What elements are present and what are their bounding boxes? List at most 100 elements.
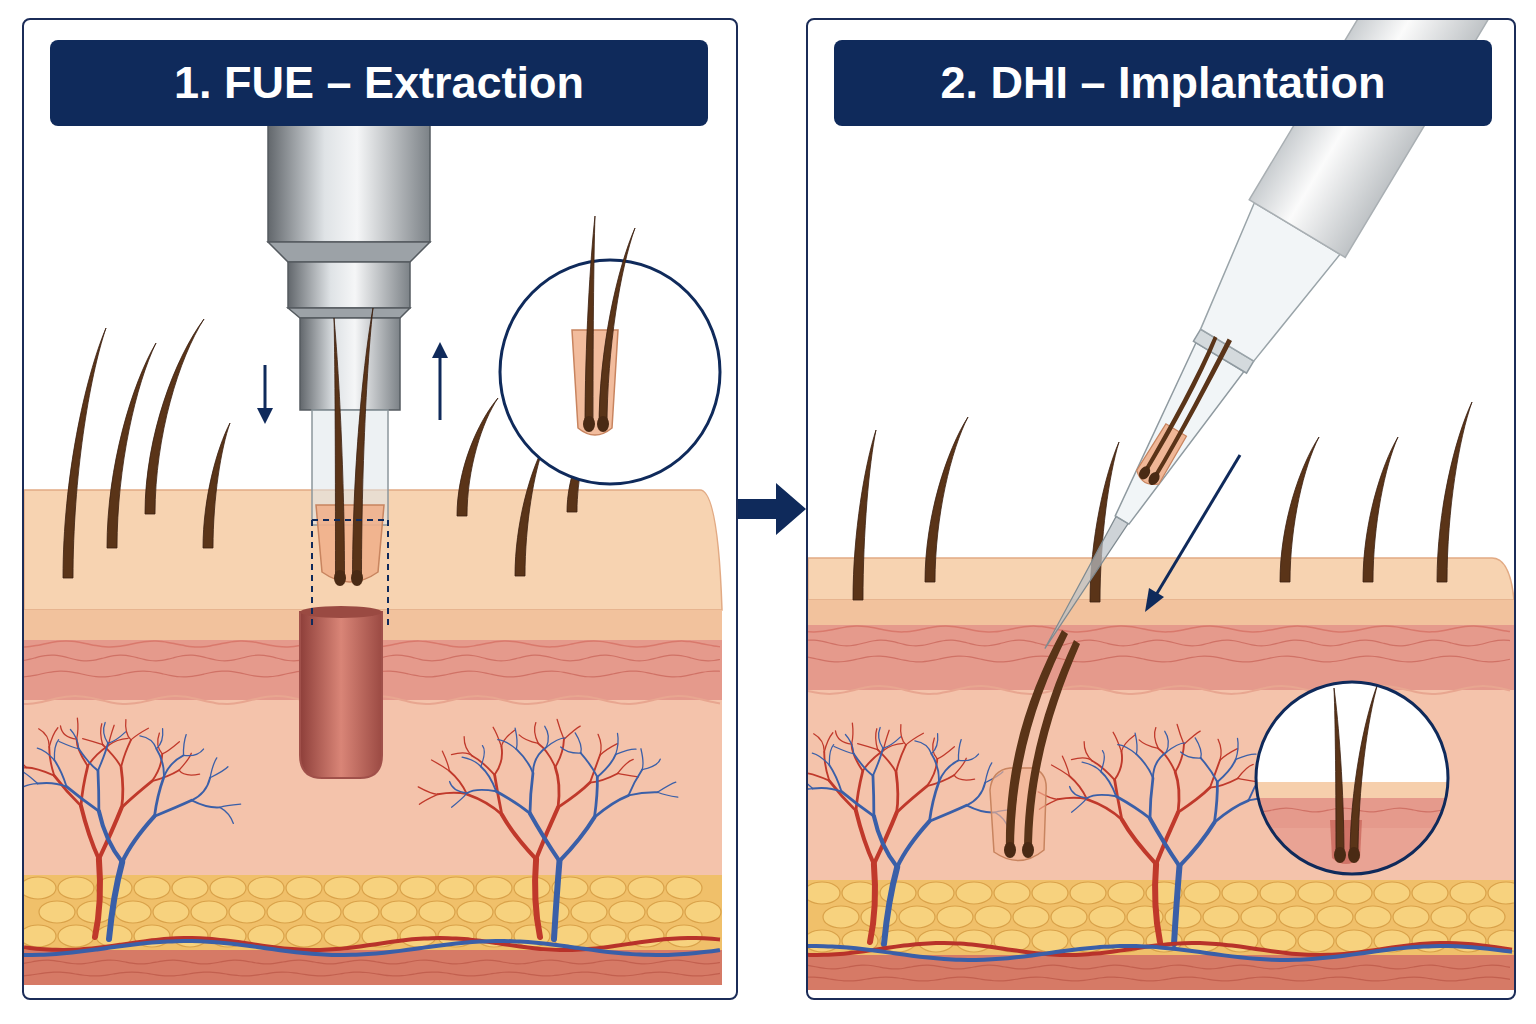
fat-cell xyxy=(880,882,916,904)
fat-cell xyxy=(956,882,992,904)
fat-cell xyxy=(1412,882,1448,904)
fat-cell xyxy=(861,906,897,928)
motion-arrow-head xyxy=(1145,588,1164,612)
blood-vessel xyxy=(183,735,186,756)
hair-shaft xyxy=(1024,640,1080,852)
blood-vessel xyxy=(24,784,38,792)
inset-circle xyxy=(500,260,720,484)
blood-vessel xyxy=(516,749,533,773)
blood-vessel xyxy=(1166,743,1185,752)
blood-vessel xyxy=(808,773,829,781)
blood-vessel xyxy=(24,753,26,767)
blood-vessel xyxy=(419,794,437,804)
blood-vessel xyxy=(192,778,210,801)
epidermis-layer xyxy=(808,600,1514,625)
hair-shaft xyxy=(145,319,204,514)
blood-vessel xyxy=(1118,745,1137,755)
blood-vessel xyxy=(26,768,54,776)
blood-vessel xyxy=(530,813,560,861)
blood-vessel xyxy=(1175,744,1184,772)
fat-cell xyxy=(975,906,1011,928)
blood-vessel xyxy=(931,734,937,754)
blood-vessel xyxy=(155,800,192,816)
blood-vessel xyxy=(464,737,472,756)
fat-cell xyxy=(1013,906,1049,928)
blood-vessel xyxy=(103,745,121,768)
blood-vessel xyxy=(535,859,540,937)
blood-vessel xyxy=(140,736,156,749)
fat-cell xyxy=(191,901,227,923)
fat-cell xyxy=(172,925,208,947)
blood-vessel xyxy=(808,789,813,797)
blood-vessel xyxy=(1175,772,1179,812)
fat-cell xyxy=(1108,882,1144,904)
blood-vessel xyxy=(618,759,634,773)
blood-vessel xyxy=(559,817,594,861)
blood-vessel xyxy=(1062,756,1069,776)
blood-vessel xyxy=(829,765,841,791)
fat-cell xyxy=(1070,882,1106,904)
blood-vessel xyxy=(481,766,496,791)
hair-shaft xyxy=(585,216,595,428)
fat-cell xyxy=(1488,882,1514,904)
blood-vessel xyxy=(97,771,101,811)
blood-vessel xyxy=(121,740,131,767)
blood-vessel xyxy=(812,753,829,765)
blood-vessel xyxy=(555,739,564,767)
blood-vessel xyxy=(449,771,467,794)
hair-bulb xyxy=(351,570,363,586)
fat-cell xyxy=(58,877,94,899)
blood-vessel xyxy=(967,783,985,806)
fat-cell xyxy=(324,877,360,899)
blood-vessel xyxy=(1236,754,1256,759)
flow-arrow xyxy=(738,483,806,535)
fat-cell xyxy=(400,877,436,899)
tissue-line xyxy=(808,626,1510,632)
fat-cell xyxy=(1298,882,1334,904)
blood-vessel xyxy=(1214,782,1217,822)
upper-dermis-layer xyxy=(808,625,1514,690)
blood-vessel xyxy=(502,815,536,859)
fat-cell xyxy=(495,901,531,923)
blood-vessel xyxy=(657,782,675,792)
blood-vessel xyxy=(845,734,853,753)
blood-vessel xyxy=(1153,752,1166,778)
blood-vessel xyxy=(554,861,559,939)
blood-vessel xyxy=(418,787,438,794)
hair-shaft xyxy=(1350,683,1378,858)
blood-vessel xyxy=(834,747,854,754)
fat-cell xyxy=(438,877,474,899)
blood-vessel xyxy=(897,786,927,813)
fat-cell xyxy=(476,877,512,899)
punch-tool xyxy=(268,242,430,262)
fat-cell xyxy=(343,901,379,923)
blood-vessel xyxy=(1058,798,1087,799)
blood-vessel xyxy=(594,795,628,817)
blood-vessel xyxy=(220,807,233,823)
fat-cell xyxy=(899,906,935,928)
hair-bulb xyxy=(583,416,595,432)
fat-cell xyxy=(808,930,840,952)
hair-shaft xyxy=(1363,437,1398,582)
blood-vessel xyxy=(1178,788,1210,813)
blood-vessel xyxy=(545,726,549,747)
blood-vessel xyxy=(95,859,100,937)
fat-cell xyxy=(685,901,721,923)
fat-cell xyxy=(590,877,626,899)
hair-shaft xyxy=(1145,338,1237,481)
blood-vessel xyxy=(1087,799,1122,819)
blood-vessel xyxy=(438,793,467,794)
blood-vessel xyxy=(618,773,639,777)
tissue-line xyxy=(808,640,1510,646)
blood-vessel xyxy=(98,743,108,770)
blood-vessel xyxy=(24,771,38,784)
blood-vessel xyxy=(598,734,601,755)
blood-vessel xyxy=(1101,771,1116,796)
tissue-line xyxy=(808,977,1510,981)
punch-tool xyxy=(288,262,410,308)
punch-tool xyxy=(288,308,410,318)
fat-cell xyxy=(1317,906,1353,928)
blood-vessel xyxy=(896,772,898,812)
blood-vessel xyxy=(1082,762,1101,771)
